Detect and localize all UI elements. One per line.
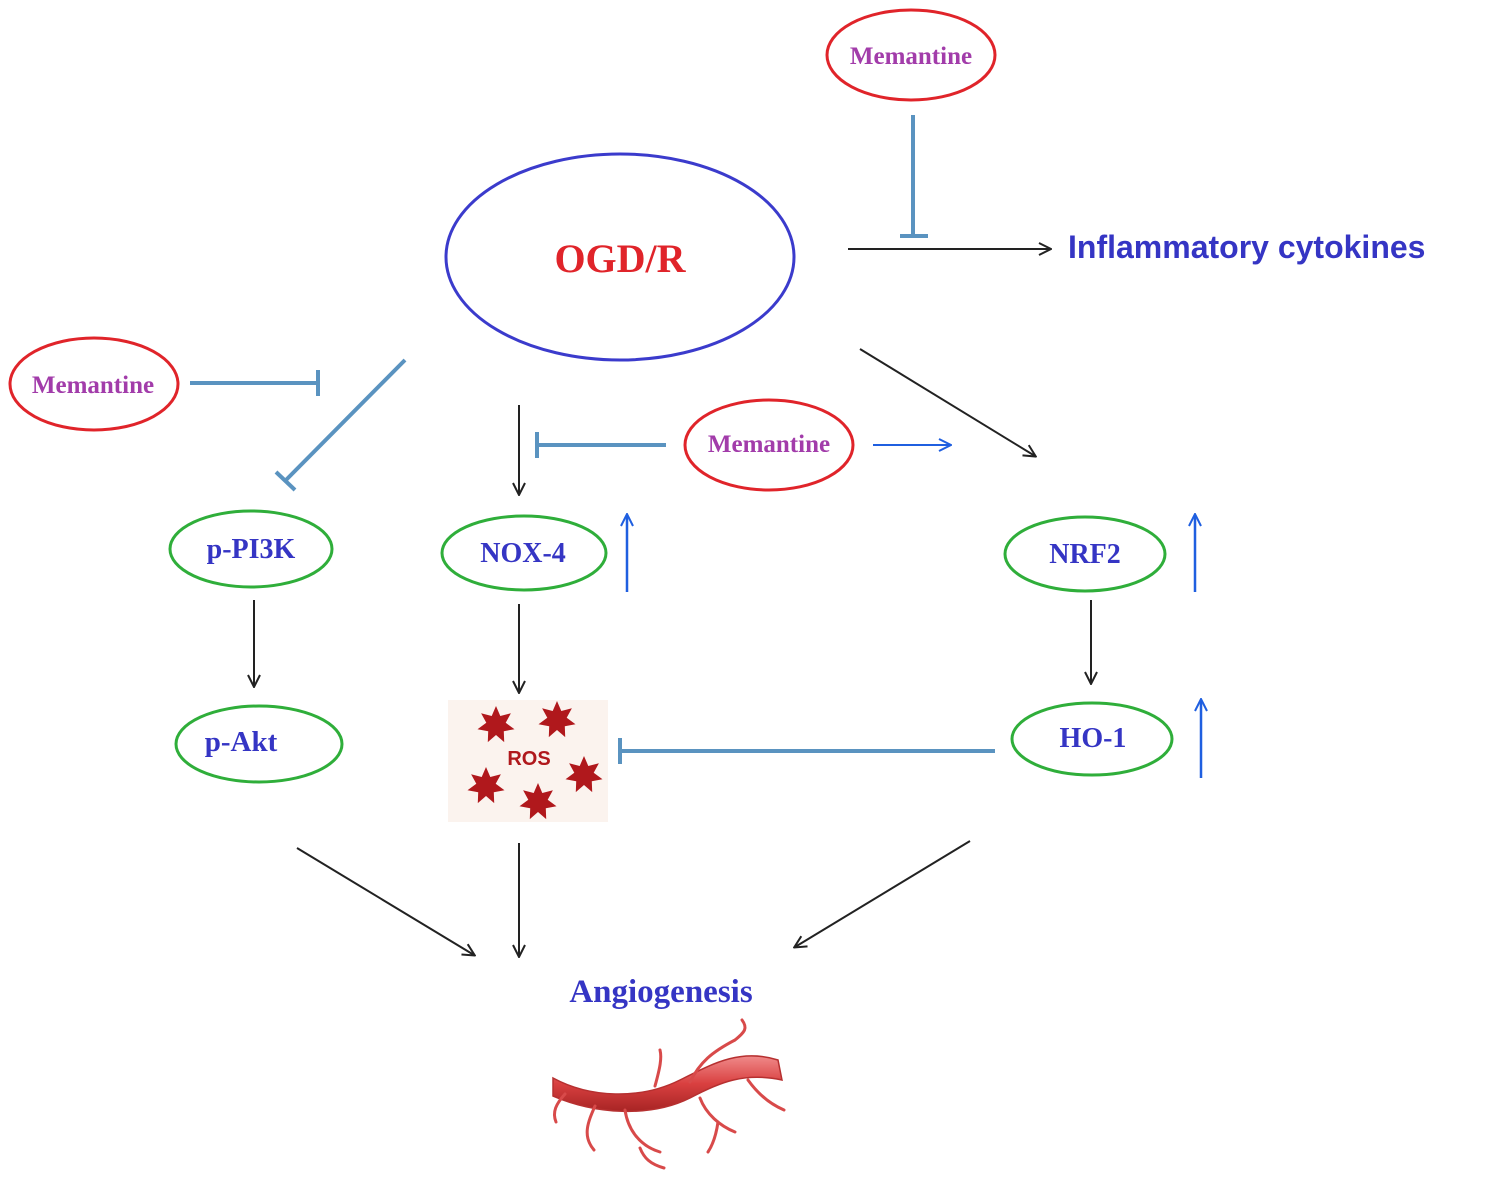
ppi3k-label: p-PI3K (207, 534, 296, 565)
arrow-pakt-to-angiogenesis (296, 847, 474, 955)
memantine-top-label: Memantine (850, 43, 972, 70)
ros-star-2 (538, 701, 576, 738)
nox4-label: NOX-4 (480, 538, 566, 569)
inhibit-memantine-center-to-nox4 (535, 432, 666, 458)
ros-stars-icon (448, 700, 608, 822)
pakt-ellipse (174, 704, 344, 784)
ros-star-3 (467, 767, 505, 804)
ros-star-4 (565, 756, 603, 793)
memantine-center-ellipse (683, 398, 855, 492)
pakt-label: p-Akt (205, 726, 278, 758)
memantine-left-ellipse (8, 336, 180, 432)
arrow-ogdr-to-nrf2 (859, 348, 1035, 456)
nrf2-ellipse (1003, 515, 1167, 593)
memantine-left-label: Memantine (32, 372, 154, 399)
ros-star-1 (477, 706, 515, 743)
ogdr-label: OGD/R (554, 236, 686, 281)
inhibit-memantine-top-to-inflammatory (900, 115, 928, 238)
inhibit-ho1-to-ros (618, 738, 995, 764)
arrow-ho1-to-angiogenesis (795, 840, 971, 947)
inhibit-ogdr-to-ppi3k (274, 358, 407, 492)
ros-label: ROS (507, 748, 550, 770)
nox4-ellipse (440, 514, 608, 592)
ho1-ellipse (1010, 701, 1174, 777)
memantine-top-ellipse (825, 8, 997, 102)
inhibit-memantine-left (190, 370, 320, 396)
ogdr-ellipse (444, 152, 796, 362)
ho1-label: HO-1 (1060, 723, 1127, 754)
nrf2-label: NRF2 (1049, 539, 1121, 570)
angiogenesis-label: Angiogenesis (569, 974, 753, 1010)
ros-star-5 (519, 783, 557, 820)
inflammatory-cytokines-label: Inflammatory cytokines (1068, 229, 1425, 265)
blood-vessel-icon (552, 1018, 786, 1170)
memantine-center-label: Memantine (708, 431, 830, 458)
ppi3k-ellipse (168, 509, 334, 589)
